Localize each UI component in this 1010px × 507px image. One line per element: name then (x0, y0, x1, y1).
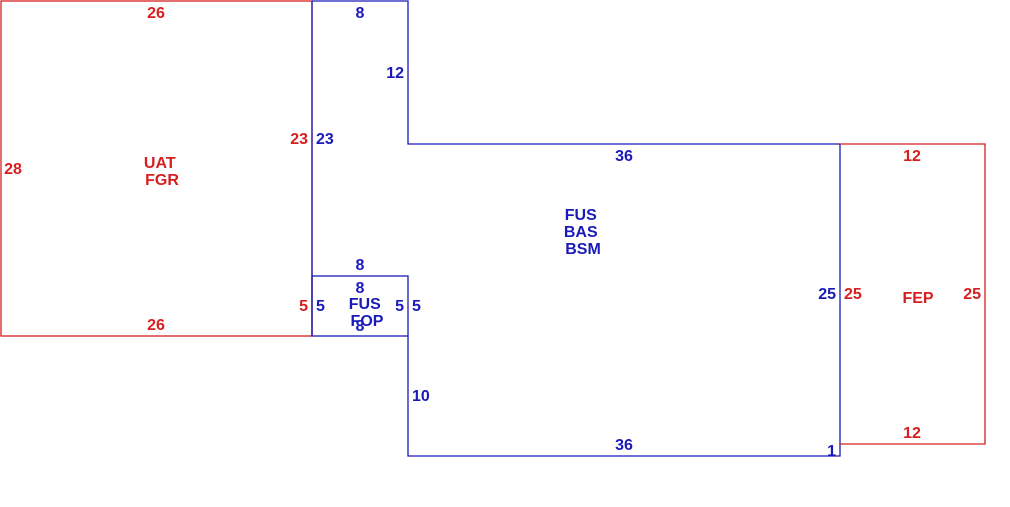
dim-uat-top: 26 (147, 5, 165, 22)
dim-fep-bottom: 12 (903, 425, 921, 442)
dim-uat-bottom: 26 (147, 317, 165, 334)
dim-small-right: 5 (395, 298, 404, 315)
dim-small-top-outer: 8 (356, 257, 365, 274)
fep-area-outline (840, 143, 986, 445)
uat-label-line-1: UAT (144, 155, 176, 172)
fus-main-label-line-2: BAS (564, 224, 598, 241)
fep-area-label: FEP (902, 290, 933, 307)
dim-upper-side: 12 (386, 65, 404, 82)
fus-small-label-line-1: FUS (349, 296, 381, 313)
fus-main-label-line-1: FUS (565, 207, 597, 224)
dim-main-corner: 1 (827, 443, 836, 460)
dim-main-lower-left: 10 (412, 388, 430, 405)
fus-fop-box-outline (311, 275, 409, 337)
dim-small-top: 8 (356, 280, 365, 297)
fus-main-label-line-3: BSM (565, 241, 601, 258)
dim-uat-right-low: 5 (299, 298, 308, 315)
dim-upper-left: 23 (316, 131, 334, 148)
dim-upper-top: 8 (356, 5, 365, 22)
dim-small-bottom: 8 (356, 318, 365, 335)
fus-small-label-line-2: FOP (351, 313, 384, 330)
dim-fep-left: 25 (844, 286, 862, 303)
dim-main-top: 36 (615, 148, 633, 165)
dim-uat-left: 28 (4, 161, 22, 178)
dim-fep-top: 12 (903, 148, 921, 165)
uat-label-line-2: FGR (145, 172, 179, 189)
dim-main-bottom: 36 (615, 437, 633, 454)
dim-uat-right: 23 (290, 131, 308, 148)
fus-main-area-label: FUS BAS BSM (564, 207, 602, 258)
dim-small-right-outer: 5 (412, 298, 421, 315)
uat-area-label: UAT FGR (144, 155, 180, 189)
dim-small-left: 5 (316, 298, 325, 315)
dim-main-right: 25 (818, 286, 836, 303)
fus-small-area-label: FUS FOP (349, 296, 385, 330)
dim-fep-right: 25 (963, 286, 981, 303)
